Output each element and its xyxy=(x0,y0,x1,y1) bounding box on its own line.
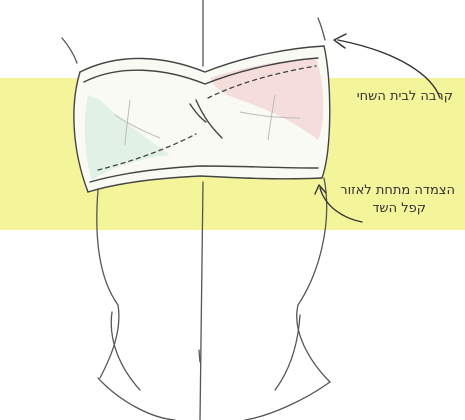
left-hip-line xyxy=(111,312,140,390)
navel-mark xyxy=(199,350,200,362)
left-shoulder-line xyxy=(62,38,77,63)
pelvis-left xyxy=(98,378,175,420)
top-annotation-label: קרבה לבית השחי xyxy=(357,89,453,105)
pelvis-right xyxy=(245,382,330,420)
bottom-annotation-label-line2: קפל השד xyxy=(372,201,426,217)
right-shoulder-line xyxy=(318,18,325,40)
bottom-annotation-label-line1: הצמדה מתחת לאזור xyxy=(340,183,455,199)
right-hip-line xyxy=(275,315,300,390)
